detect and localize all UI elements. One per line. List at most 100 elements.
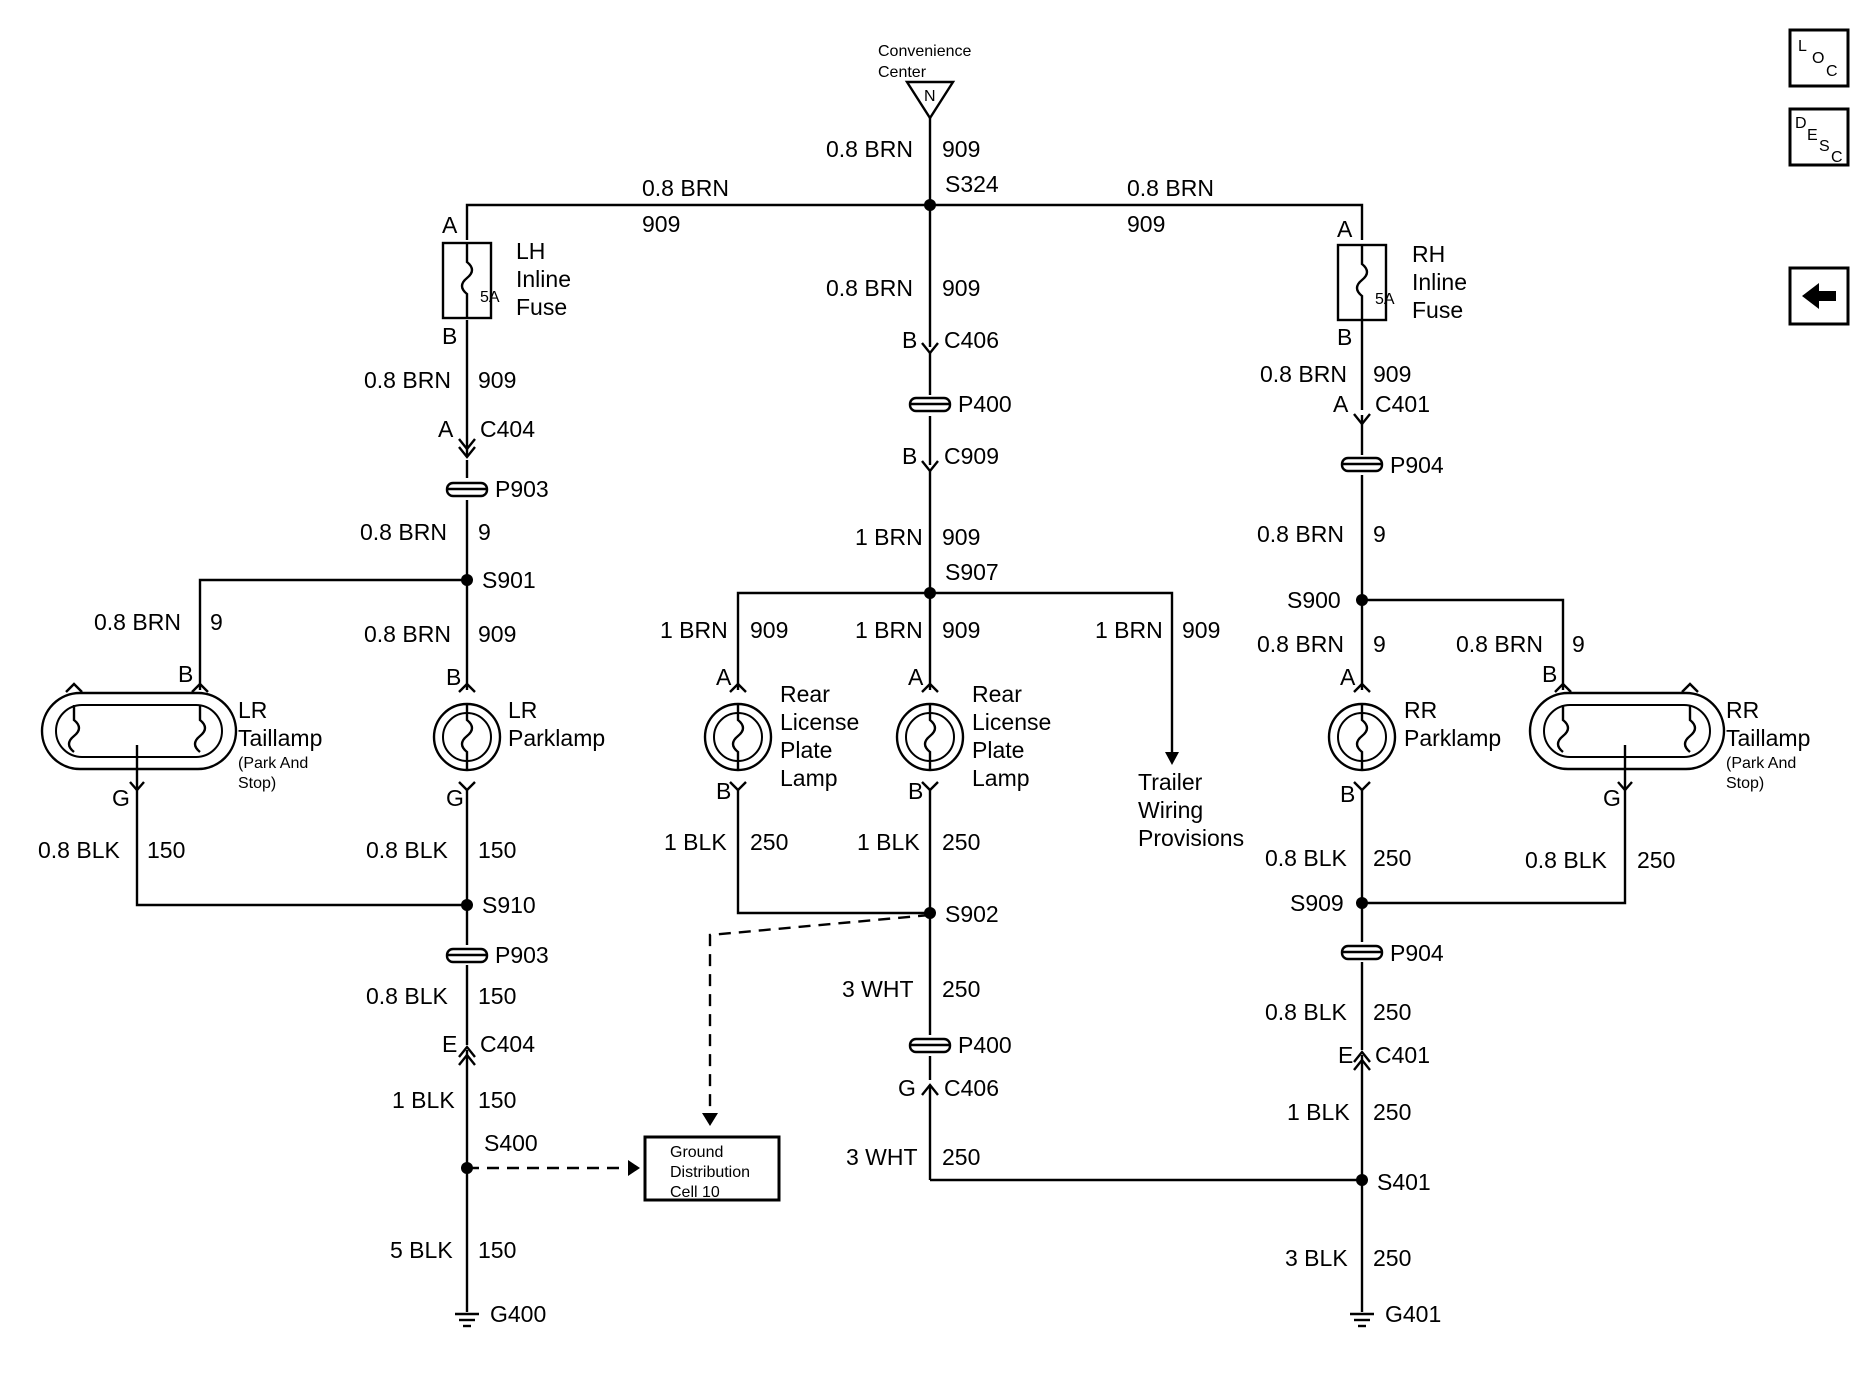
left-branch-label: 0.8 BRN 909 [642,175,729,237]
svg-text:O: O [1812,50,1824,67]
svg-text:150: 150 [478,837,516,863]
svg-text:0.8 BRN: 0.8 BRN [826,275,913,301]
svg-text:C406: C406 [944,1075,999,1101]
center-splice-pack-p400-bottom: P400 [908,1032,1012,1058]
svg-text:Cell 10: Cell 10 [670,1184,720,1201]
splice-s907 [924,587,936,599]
left-wire-8: 1 BLK 150 [392,1087,516,1113]
center-wire-8: 3 WHT 250 [842,976,980,1002]
svg-text:(Park And: (Park And [1726,755,1796,772]
left-wire-9: 5 BLK 150 [390,1237,516,1263]
svg-text:B: B [178,661,193,687]
svg-text:Taillamp: Taillamp [1726,725,1810,751]
svg-text:(Park And: (Park And [238,755,308,772]
svg-text:909: 909 [478,367,516,393]
right-connector-c401-bottom: E C401 [1338,1042,1430,1071]
splice-s902 [924,907,936,919]
ground-distribution-cell-10-link[interactable]: Ground Distribution Cell 10 [643,1135,781,1202]
left-wire-5: 0.8 BLK 150 [38,837,185,863]
svg-text:P904: P904 [1390,940,1444,966]
svg-text:Center: Center [878,64,927,81]
svg-text:C909: C909 [944,443,999,469]
svg-text:Plate: Plate [780,737,832,763]
svg-text:Trailer: Trailer [1138,769,1203,795]
svg-text:3 WHT: 3 WHT [842,976,914,1002]
center-connector-c406-top: B C406 [902,327,999,355]
center-connector-c909: B C909 [902,443,999,473]
svg-text:RR: RR [1404,697,1437,723]
svg-text:909: 909 [642,211,680,237]
splice-s910 [461,899,473,911]
right-wire-8: 1 BLK 250 [1287,1099,1411,1125]
right-wire-5: 0.8 BLK 250 [1265,845,1411,871]
svg-text:3 WHT: 3 WHT [846,1144,918,1170]
svg-text:909: 909 [1127,211,1165,237]
location-button[interactable]: L O C [1788,28,1850,88]
center-connector-c406-bottom: G C406 [898,1075,999,1101]
left-wire-3: 0.8 BRN 9 [94,609,223,635]
splice-s900 [1356,594,1368,606]
left-arrow-icon [1802,283,1836,309]
svg-text:9: 9 [210,609,223,635]
svg-text:150: 150 [147,837,185,863]
svg-text:G: G [1603,785,1621,811]
svg-text:909: 909 [942,524,980,550]
left-wire-7: 0.8 BLK 150 [366,983,516,1009]
svg-text:C406: C406 [944,327,999,353]
left-splice-pack-p903-top: P903 [445,476,549,502]
wires [135,116,1627,1312]
center-wire-4: 1 BRN 909 [855,617,980,643]
svg-text:5A: 5A [1375,291,1395,308]
svg-text:License: License [972,709,1051,735]
svg-text:P904: P904 [1390,452,1444,478]
right-splice-pack-p904-top: P904 [1340,452,1444,478]
svg-text:A: A [1337,216,1353,242]
svg-text:Inline: Inline [1412,269,1467,295]
svg-text:B: B [442,323,457,349]
svg-text:150: 150 [478,983,516,1009]
svg-text:B: B [1340,781,1355,807]
svg-text:P400: P400 [958,391,1012,417]
center-wire-2: 1 BRN 909 [855,524,980,550]
rr-taillamp: B G RR Taillamp (Park And Stop) [1528,661,1810,811]
rear-license-plate-lamp-left: A B Rear License Plate Lamp [703,664,859,804]
svg-text:B: B [1542,661,1557,687]
svg-text:Provisions: Provisions [1138,825,1244,851]
svg-text:Fuse: Fuse [516,294,567,320]
svg-text:250: 250 [1373,1099,1411,1125]
svg-text:909: 909 [942,275,980,301]
svg-text:G400: G400 [490,1301,546,1327]
svg-text:250: 250 [942,976,980,1002]
svg-text:250: 250 [1637,847,1675,873]
svg-text:250: 250 [1373,845,1411,871]
splice-s401-label: S401 [1377,1169,1431,1195]
back-button[interactable] [1788,266,1850,326]
svg-text:1 BLK: 1 BLK [392,1087,455,1113]
left-connector-c404-top: A C404 [438,416,535,459]
svg-text:0.8 BLK: 0.8 BLK [1525,847,1607,873]
splice-s902-label: S902 [945,901,999,927]
svg-text:3 BLK: 3 BLK [1285,1245,1348,1271]
svg-text:250: 250 [942,829,980,855]
svg-text:P903: P903 [495,476,549,502]
right-wire-3: 0.8 BRN 9 [1257,631,1386,657]
svg-text:0.8 BRN: 0.8 BRN [642,175,729,201]
description-button[interactable]: D E S C [1788,107,1850,167]
svg-text:9: 9 [478,519,491,545]
splice-s400-label: S400 [484,1130,538,1156]
rear-license-plate-lamp-right: A B Rear License Plate Lamp [895,664,1051,804]
ground-g401: G401 [1350,1301,1441,1328]
svg-text:909: 909 [1373,361,1411,387]
svg-text:P400: P400 [958,1032,1012,1058]
svg-text:9: 9 [1373,521,1386,547]
svg-text:Plate: Plate [972,737,1024,763]
splice-s910-label: S910 [482,892,536,918]
lh-inline-fuse: A 5A B LH Inline Fuse [441,212,571,349]
svg-text:A: A [442,212,458,238]
svg-text:B: B [1337,324,1352,350]
svg-text:1 BLK: 1 BLK [1287,1099,1350,1125]
svg-text:150: 150 [478,1237,516,1263]
svg-text:L: L [1798,38,1807,55]
ground-g400: G400 [455,1301,546,1328]
center-wire-7: 1 BLK 250 [857,829,980,855]
